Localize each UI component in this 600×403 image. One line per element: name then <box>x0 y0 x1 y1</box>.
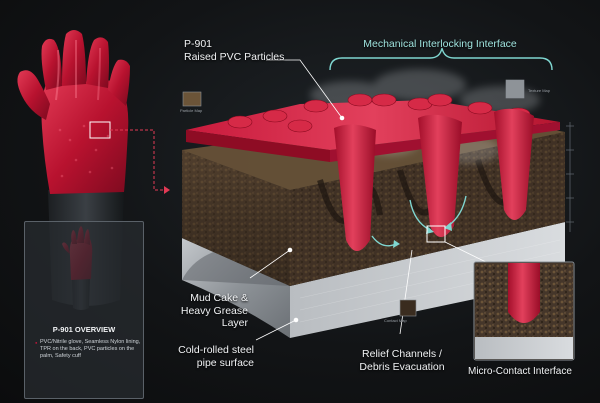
interlock-label: Mechanical Interlocking Interface <box>363 38 517 50</box>
particle-bump <box>262 109 288 123</box>
contact-map-caption: Contact Map <box>384 318 407 323</box>
inset-spike <box>508 263 540 323</box>
relief-callout-line <box>399 249 413 335</box>
particle-map-caption: Particle Map <box>180 108 203 113</box>
overview-description: PVC/Nitrile glove, Seamless Nylon lining… <box>35 339 144 360</box>
particle-bump <box>427 93 453 107</box>
glove-callout-line <box>110 129 164 191</box>
particles-callout-line <box>266 59 343 119</box>
relief-label-line2: Debris Evacuation <box>359 360 445 373</box>
relief-label: Relief Channels / Debris Evacuation <box>342 348 462 373</box>
particle-bump <box>287 119 313 133</box>
pvc-spike <box>418 114 462 237</box>
pvc-particles <box>227 93 531 133</box>
overview-title: P-901 OVERVIEW <box>52 325 116 334</box>
steel-label-line2: pipe surface <box>196 356 254 369</box>
texture-map-thumbnail <box>505 79 525 99</box>
particles-label-line2: Raised PVC Particles <box>184 50 285 63</box>
particles-label: P-901 Raised PVC Particles <box>184 38 284 63</box>
glove-finger-ring <box>86 37 109 88</box>
glove-thumb <box>17 70 50 120</box>
interlock-bracket <box>329 47 553 71</box>
micro-contact-marker <box>426 225 446 243</box>
steel-label-line1: Cold-rolled steel <box>178 344 254 356</box>
particle-bump <box>371 93 397 107</box>
particle-map-thumbnail <box>182 91 202 107</box>
particle-bump <box>467 101 493 115</box>
pvc-spike <box>494 108 534 220</box>
glove-finger-middle <box>62 30 86 86</box>
texture-map-caption: Texture Map <box>528 88 551 93</box>
particles-label-line1: P-901 <box>184 38 213 50</box>
mud-label: Mud Cake & Heavy Grease Layer <box>162 292 248 330</box>
particle-bump <box>227 115 253 129</box>
micro-contact-callout-line <box>444 241 491 265</box>
pvc-spike <box>334 124 376 251</box>
contact-map-thumbnail <box>399 299 417 317</box>
micro-contact-inset <box>473 261 575 361</box>
steel-callout-line <box>255 319 297 341</box>
mud-label-line1: Mud Cake & <box>190 292 248 304</box>
overview-panel: P-901 OVERVIEW PVC/Nitrile glove, Seamle… <box>24 221 144 399</box>
glove-palm <box>41 80 129 194</box>
relief-label-line1: Relief Channels / <box>362 348 442 360</box>
micro-contact-label: Micro-Contact Interface <box>468 366 572 377</box>
particle-bump <box>303 99 329 113</box>
glove-finger-index <box>41 38 62 90</box>
steel-label: Cold-rolled steel pipe surface <box>164 344 254 369</box>
mud-label-line2: Heavy Grease Layer <box>180 304 248 330</box>
particle-bump <box>347 93 373 107</box>
measurement-scale <box>566 122 574 232</box>
pvc-spikes <box>334 108 534 251</box>
mud-callout-line <box>249 249 291 279</box>
glove-finger-little <box>108 59 130 106</box>
